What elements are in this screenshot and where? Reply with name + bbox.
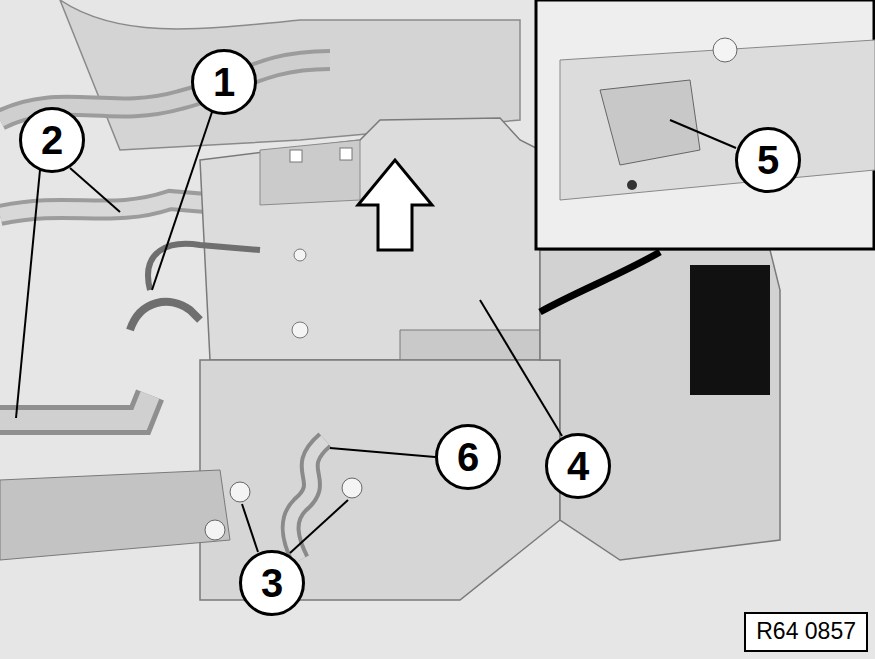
connector-strip: [0, 470, 230, 560]
leader-line: [290, 500, 348, 553]
module-detail: [400, 330, 540, 360]
leader-line: [330, 448, 435, 457]
module-detail: [260, 140, 360, 205]
leader-lines: [16, 112, 736, 553]
control-module: [200, 118, 540, 360]
module-detail: [340, 148, 352, 160]
module-detail: [290, 150, 302, 162]
direction-arrow: [358, 160, 432, 250]
panel: [540, 250, 780, 560]
callout-number: 3: [239, 550, 305, 616]
screw: [342, 478, 362, 498]
screw: [713, 38, 737, 62]
callout-number: 4: [545, 433, 611, 499]
callout-number: 6: [435, 424, 501, 490]
panel-opening: [690, 265, 770, 395]
hose: [291, 440, 325, 560]
leader-line: [70, 168, 120, 212]
leader-line: [16, 170, 40, 418]
inset-pointer: [540, 252, 660, 312]
hole: [627, 180, 637, 190]
clip: [600, 80, 700, 165]
pipe: [0, 395, 150, 420]
callout-number: 5: [735, 127, 801, 193]
leader-line: [480, 300, 562, 436]
callout-number: 2: [19, 107, 85, 173]
leader-line: [152, 112, 212, 290]
inset-panel: [560, 40, 875, 200]
screw: [294, 249, 306, 261]
pipe: [0, 395, 150, 420]
leader-line: [242, 504, 258, 552]
callout-number: 1: [191, 49, 257, 115]
cable: [130, 302, 200, 330]
screw: [292, 322, 308, 338]
screw: [205, 520, 225, 540]
figure-reference: R64 0857: [744, 612, 868, 652]
screw: [230, 482, 250, 502]
leader-line: [670, 120, 736, 148]
hose: [291, 440, 325, 560]
detail-inset: [536, 0, 874, 249]
